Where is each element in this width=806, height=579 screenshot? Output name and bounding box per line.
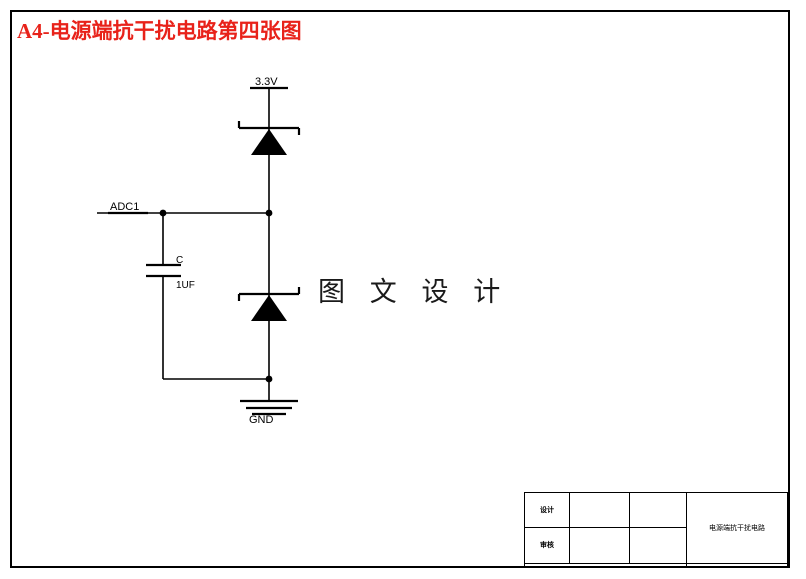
title-block-drawing-name: 电源端抗干扰电路 xyxy=(686,493,788,565)
title-block-row: 审核 xyxy=(525,527,788,565)
title-block-designer-date[interactable] xyxy=(629,493,687,529)
title-block-reviewer-date[interactable] xyxy=(629,527,687,565)
power-port-label: 3.3V xyxy=(255,76,278,88)
upper-zener-diode[interactable] xyxy=(237,121,301,212)
title-block-row: 设计 电源端抗干扰电路 xyxy=(525,493,788,565)
capacitor-c[interactable]: C 1UF xyxy=(146,213,195,379)
watermark-text: 图 文 设 计 xyxy=(318,277,510,307)
ground-label: GND xyxy=(249,414,274,426)
title-block-footer-left[interactable] xyxy=(525,563,687,568)
ground-symbol[interactable]: GND xyxy=(240,379,298,426)
title-block-row xyxy=(525,563,788,568)
page-title: A4-电源端抗干扰电路第四张图 xyxy=(17,19,302,43)
title-block-reviewer-label[interactable]: 审核 xyxy=(525,527,570,565)
drawing-frame xyxy=(10,10,790,568)
net-label-text: ADC1 xyxy=(110,201,139,213)
lower-zener-diode[interactable] xyxy=(237,213,301,380)
net-label-adc1[interactable]: ADC1 xyxy=(108,201,148,215)
capacitor-designator: C xyxy=(176,255,183,266)
title-block: 设计 电源端抗干扰电路 审核 xyxy=(524,492,788,568)
power-port-3v3[interactable]: 3.3V xyxy=(250,76,288,127)
title-block-designer-label[interactable]: 设计 xyxy=(525,493,570,529)
title-block-reviewer-value[interactable] xyxy=(569,527,630,565)
title-block-designer-value[interactable] xyxy=(569,493,630,529)
capacitor-value: 1UF xyxy=(176,280,195,291)
title-block-footer-right[interactable] xyxy=(686,563,788,568)
